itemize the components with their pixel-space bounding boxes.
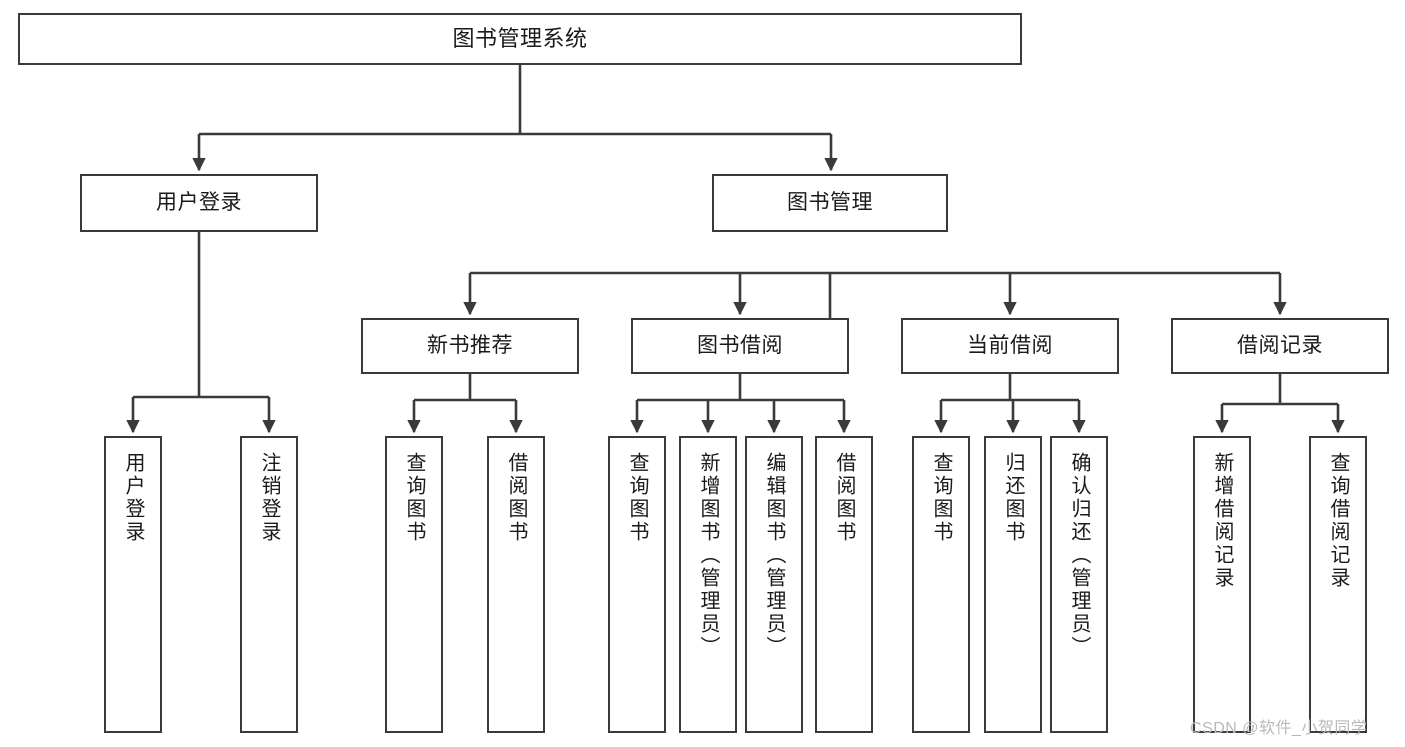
leaf-confirm-return-admin[interactable]: 确认归还（管理员） bbox=[1050, 436, 1108, 733]
node-label: 当前借阅 bbox=[967, 333, 1053, 357]
leaf-query-book-current[interactable]: 查询图书 bbox=[912, 436, 970, 733]
leaf-return-book[interactable]: 归还图书 bbox=[984, 436, 1042, 733]
leaf-borrow-book-recommend[interactable]: 借阅图书 bbox=[487, 436, 545, 733]
leaf-add-book-admin[interactable]: 新增图书（管理员） bbox=[679, 436, 737, 733]
node-label: 查询图书 bbox=[930, 452, 952, 544]
node-label: 用户登录 bbox=[122, 452, 144, 544]
leaf-borrow-book[interactable]: 借阅图书 bbox=[815, 436, 873, 733]
node-label: 图书管理 bbox=[787, 190, 873, 214]
node-label: 用户登录 bbox=[156, 190, 242, 214]
leaf-edit-book-admin[interactable]: 编辑图书（管理员） bbox=[745, 436, 803, 733]
node-label: 确认归还（管理员） bbox=[1068, 452, 1090, 659]
node-borrow-record[interactable]: 借阅记录 bbox=[1171, 318, 1389, 374]
node-label: 图书管理系统 bbox=[452, 26, 588, 52]
node-book-borrow[interactable]: 图书借阅 bbox=[631, 318, 849, 374]
node-label: 查询图书 bbox=[403, 452, 425, 544]
node-current-borrow[interactable]: 当前借阅 bbox=[901, 318, 1119, 374]
node-label: 新书推荐 bbox=[427, 333, 513, 357]
node-label: 查询借阅记录 bbox=[1327, 452, 1349, 590]
leaf-user-login[interactable]: 用户登录 bbox=[104, 436, 162, 733]
node-new-book-recommend[interactable]: 新书推荐 bbox=[361, 318, 579, 374]
node-label: 注销登录 bbox=[258, 452, 280, 544]
node-label: 新增图书（管理员） bbox=[697, 452, 719, 659]
leaf-query-book-borrow[interactable]: 查询图书 bbox=[608, 436, 666, 733]
node-label: 新增借阅记录 bbox=[1211, 452, 1233, 590]
leaf-add-borrow-record[interactable]: 新增借阅记录 bbox=[1193, 436, 1251, 733]
node-label: 图书借阅 bbox=[697, 333, 783, 357]
node-label: 查询图书 bbox=[626, 452, 648, 544]
csdn-watermark: CSDN @软件_小贺同学 bbox=[1190, 720, 1368, 737]
node-label: 归还图书 bbox=[1002, 452, 1024, 544]
leaf-query-borrow-record[interactable]: 查询借阅记录 bbox=[1309, 436, 1367, 733]
node-book-manage[interactable]: 图书管理 bbox=[712, 174, 948, 232]
node-label: 借阅图书 bbox=[505, 452, 527, 544]
node-label: 借阅图书 bbox=[833, 452, 855, 544]
node-label: 借阅记录 bbox=[1237, 333, 1323, 357]
node-root-system[interactable]: 图书管理系统 bbox=[18, 13, 1022, 65]
leaf-query-book-recommend[interactable]: 查询图书 bbox=[385, 436, 443, 733]
node-user-login[interactable]: 用户登录 bbox=[80, 174, 318, 232]
node-label: 编辑图书（管理员） bbox=[763, 452, 785, 659]
leaf-logout[interactable]: 注销登录 bbox=[240, 436, 298, 733]
